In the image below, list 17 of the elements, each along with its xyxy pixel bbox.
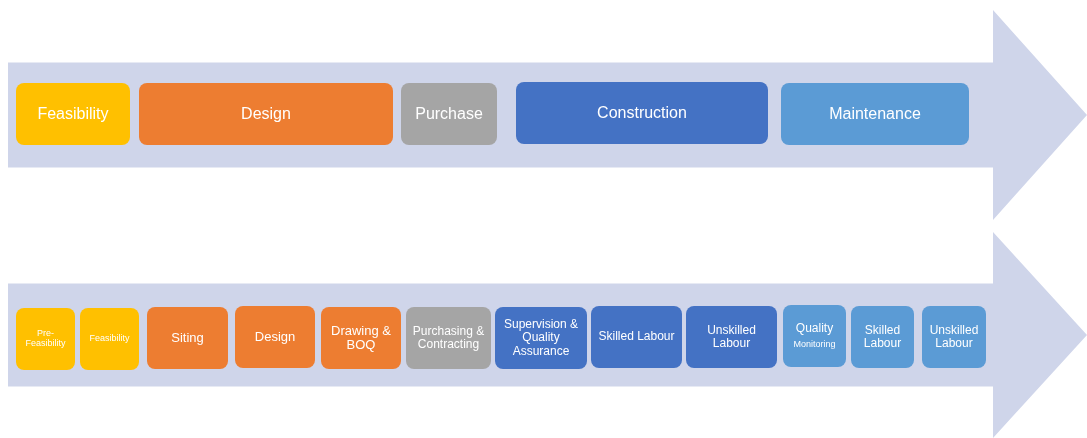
phase-box: Unskilled Labour	[686, 306, 777, 368]
phase-box: Feasibility	[16, 83, 130, 145]
phase-box: Pre-Feasibility	[16, 308, 75, 370]
phase-box: Purchase	[401, 83, 497, 145]
phase-box: Unskilled Labour	[922, 306, 986, 368]
phase-box: Maintenance	[781, 83, 969, 145]
phase-box: Purchasing & Contracting	[406, 307, 491, 369]
phase-box: Design	[235, 306, 315, 368]
phase-box: Supervision & Quality Assurance	[495, 307, 587, 369]
phase-box: Feasibility	[80, 308, 139, 370]
phase-box: Design	[139, 83, 393, 145]
phase-box: Siting	[147, 307, 228, 369]
phase-box: Drawing & BOQ	[321, 307, 401, 369]
phase-box: Skilled Labour	[591, 306, 682, 368]
phase-box: Skilled Labour	[851, 306, 914, 368]
phase-box: Quality Monitoring	[783, 305, 846, 367]
phase-box: Construction	[516, 82, 768, 144]
